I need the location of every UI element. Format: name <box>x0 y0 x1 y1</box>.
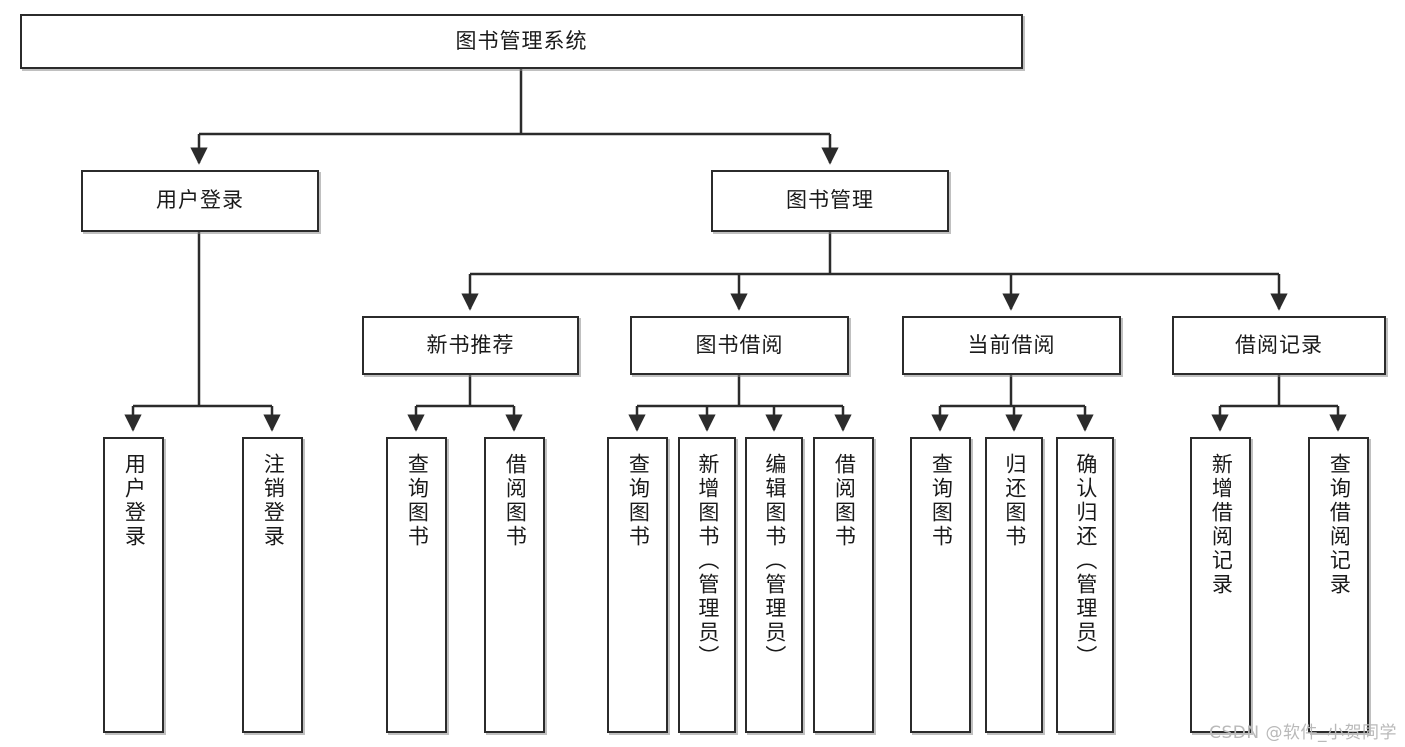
node-leaf-label: 借阅图书 <box>503 453 528 549</box>
node-level2-new-book-recommendation[interactable]: 新书推荐 <box>362 316 579 375</box>
node-leaf-borrow-book-rec[interactable]: 借阅图书 <box>484 437 545 733</box>
node-leaf-label: 查询图书 <box>626 453 651 549</box>
watermark-text: CSDN @软件_小贺同学 <box>1209 723 1397 743</box>
node-level1-book-management[interactable]: 图书管理 <box>711 170 949 232</box>
node-leaf-label: 查询借阅记录 <box>1327 453 1352 597</box>
node-level1-user-login[interactable]: 用户登录 <box>81 170 319 232</box>
node-leaf-borrow-book[interactable]: 借阅图书 <box>813 437 874 733</box>
node-leaf-label: 新增借阅记录 <box>1209 453 1234 597</box>
node-leaf-add-borrow-record[interactable]: 新增借阅记录 <box>1190 437 1251 733</box>
node-leaf-label: 确认归还（管理员） <box>1073 453 1098 669</box>
node-leaf-return-book[interactable]: 归还图书 <box>985 437 1043 733</box>
node-leaf-label: 借阅图书 <box>832 453 857 549</box>
node-leaf-label: 归还图书 <box>1002 453 1027 549</box>
node-level2-borrow-record[interactable]: 借阅记录 <box>1172 316 1386 375</box>
node-level2-book-borrow[interactable]: 图书借阅 <box>630 316 849 375</box>
node-leaf-label: 用户登录 <box>122 453 147 549</box>
node-leaf-user-login[interactable]: 用户登录 <box>103 437 164 733</box>
node-root[interactable]: 图书管理系统 <box>20 14 1023 69</box>
node-leaf-query-borrow-record[interactable]: 查询借阅记录 <box>1308 437 1369 733</box>
node-leaf-label: 新增图书（管理员） <box>695 453 720 669</box>
node-level2-current-borrow[interactable]: 当前借阅 <box>902 316 1121 375</box>
node-leaf-query-book-borrow[interactable]: 查询图书 <box>607 437 668 733</box>
node-leaf-query-book-current[interactable]: 查询图书 <box>910 437 971 733</box>
node-leaf-logout[interactable]: 注销登录 <box>242 437 303 733</box>
node-leaf-add-book-admin[interactable]: 新增图书（管理员） <box>678 437 736 733</box>
node-leaf-label: 查询图书 <box>405 453 430 549</box>
node-leaf-label: 注销登录 <box>261 453 286 549</box>
node-leaf-label: 编辑图书（管理员） <box>762 453 787 669</box>
node-leaf-edit-book-admin[interactable]: 编辑图书（管理员） <box>745 437 803 733</box>
node-leaf-confirm-return-admin[interactable]: 确认归还（管理员） <box>1056 437 1114 733</box>
node-leaf-label: 查询图书 <box>929 453 954 549</box>
node-leaf-query-book-rec[interactable]: 查询图书 <box>386 437 447 733</box>
